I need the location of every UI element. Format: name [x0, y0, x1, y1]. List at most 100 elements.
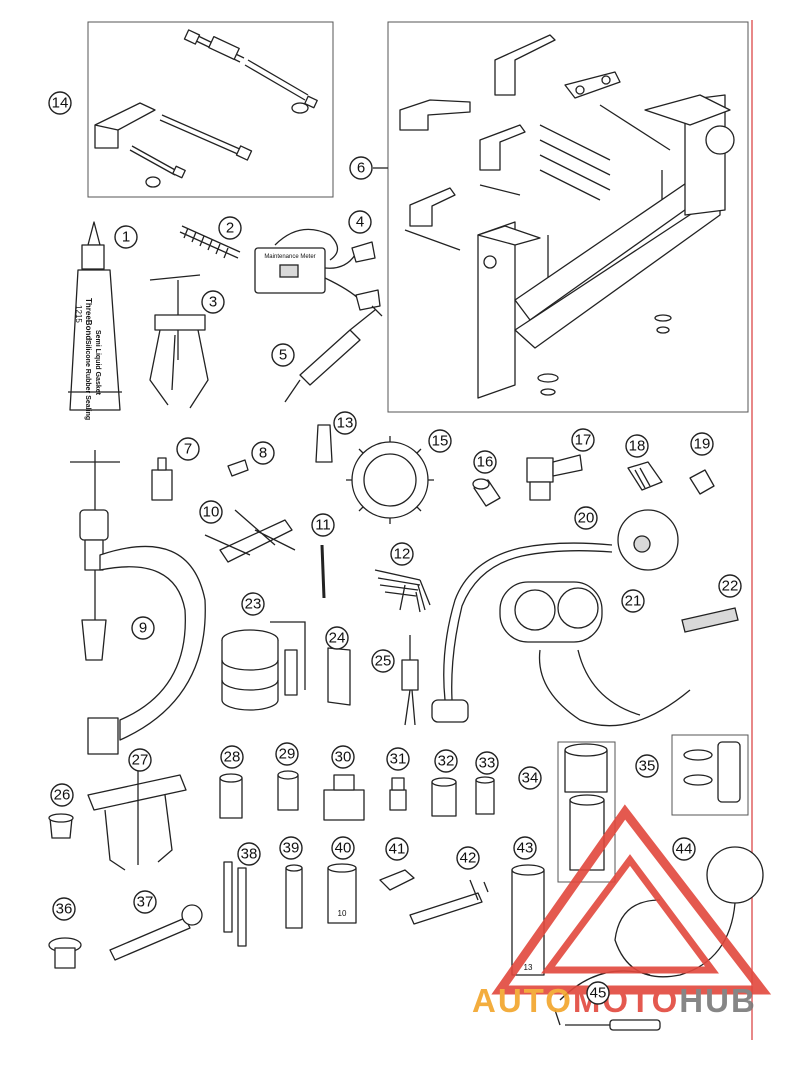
tool-20-dial-gauge [431, 509, 679, 723]
callout-1: 1 [114, 225, 138, 249]
meter-label: Maintenance Meter [264, 254, 315, 260]
svg-text:34: 34 [522, 770, 539, 787]
tool-22-strip [681, 607, 739, 633]
svg-text:24: 24 [329, 630, 346, 647]
callout-41: 41 [385, 837, 409, 861]
svg-text:31: 31 [390, 751, 407, 768]
callout-15: 15 [428, 429, 452, 453]
callout-6: 6 [349, 156, 373, 180]
svg-text:3: 3 [209, 294, 217, 311]
tool-31-socket [389, 777, 407, 811]
svg-text:42: 42 [460, 850, 477, 867]
svg-text:4: 4 [356, 214, 364, 231]
tool-37-hook-wrench [109, 904, 203, 961]
svg-text:25: 25 [375, 653, 392, 670]
tool-21-dual-gauge [499, 581, 691, 727]
tool-27-gear-puller [87, 765, 187, 871]
svg-text:44: 44 [676, 841, 693, 858]
svg-text:13: 13 [337, 415, 354, 432]
svg-text:22: 22 [722, 578, 739, 595]
callout-20: 20 [574, 506, 598, 530]
svg-text:6: 6 [357, 160, 365, 177]
watermark-part3: HUB [679, 982, 757, 1019]
callout-28: 28 [220, 745, 244, 769]
tube-line2: Silicone Rubber Sealing [84, 340, 91, 420]
callout-8: 8 [251, 441, 275, 465]
svg-text:17: 17 [575, 432, 592, 449]
callout-38: 38 [237, 842, 261, 866]
callout-45: 45 [586, 981, 610, 1005]
callout-18: 18 [625, 434, 649, 458]
callout-31: 31 [386, 747, 410, 771]
tool-7-bottle [151, 457, 173, 501]
callout-14: 14 [48, 91, 72, 115]
tool-9-valve-spring-compressor [70, 450, 206, 755]
callout-10: 10 [199, 500, 223, 524]
svg-text:AUTOMOTOHUB: AUTOMOTOHUB [472, 982, 757, 1019]
tool-26-cap [48, 813, 74, 839]
svg-text:43: 43 [517, 840, 534, 857]
callout-32: 32 [434, 749, 458, 773]
socket-43-label: 13 [524, 963, 533, 972]
svg-text:7: 7 [184, 441, 192, 458]
svg-text:5: 5 [279, 347, 287, 364]
svg-text:39: 39 [283, 840, 300, 857]
tube-line1: Semi Liquid Gasket [94, 330, 101, 396]
tool-3-puller [149, 274, 209, 409]
callout-23: 23 [241, 592, 265, 616]
tool-42-pin-wrench [409, 879, 489, 925]
svg-text:45: 45 [590, 985, 607, 1002]
callout-21: 21 [621, 589, 645, 613]
svg-text:32: 32 [438, 753, 455, 770]
callout-39: 39 [279, 836, 303, 860]
svg-text:11: 11 [315, 517, 331, 534]
svg-text:37: 37 [137, 894, 154, 911]
svg-text:20: 20 [578, 510, 595, 527]
callout-19: 19 [690, 432, 714, 456]
tool-34-bearing-drivers [557, 741, 616, 883]
svg-text:29: 29 [279, 746, 296, 763]
svg-text:1: 1 [122, 229, 130, 246]
callout-24: 24 [325, 626, 349, 650]
tool-10-puller-bar [204, 509, 296, 563]
tool-30-socket [323, 774, 365, 821]
svg-text:28: 28 [224, 749, 241, 766]
callout-30: 30 [331, 745, 355, 769]
watermark-part1: AUTO [472, 982, 573, 1019]
callout-2: 2 [218, 216, 242, 240]
svg-text:16: 16 [477, 454, 494, 471]
svg-text:38: 38 [241, 846, 258, 863]
svg-text:10: 10 [203, 504, 220, 521]
callout-34: 34 [518, 766, 542, 790]
svg-text:36: 36 [56, 901, 73, 918]
tool-16-sleeve [472, 478, 501, 507]
svg-text:26: 26 [54, 787, 71, 804]
callout-26: 26 [50, 783, 74, 807]
tool-14-brackets [87, 21, 334, 198]
svg-text:18: 18 [629, 438, 646, 455]
callout-43: 43 [513, 836, 537, 860]
tool-17-adapter [526, 454, 583, 501]
callout-4: 4 [348, 210, 372, 234]
svg-text:21: 21 [625, 593, 642, 610]
svg-text:12: 12 [394, 546, 411, 563]
svg-text:30: 30 [335, 749, 352, 766]
callout-40: 40 [331, 836, 355, 860]
callout-17: 17 [571, 428, 595, 452]
callout-12: 12 [390, 542, 414, 566]
callout-44: 44 [672, 837, 696, 861]
tool-12-hex-key-set [374, 569, 431, 613]
tool-39-extension [285, 864, 303, 929]
tool-24-plate [327, 647, 351, 706]
tool-11-rod [320, 544, 326, 599]
svg-text:8: 8 [259, 445, 267, 462]
tool-13-small-insert [315, 424, 333, 463]
tool-1-sealant-tube: ThreeBond 1215 Semi Liquid Gasket Silico… [68, 221, 122, 420]
callout-16: 16 [473, 450, 497, 474]
svg-text:19: 19 [694, 436, 711, 453]
tool-8-pin [227, 459, 249, 477]
callout-42: 42 [456, 846, 480, 870]
tool-4-maintenance-meter: Maintenance Meter [254, 228, 381, 311]
callout-36: 36 [52, 897, 76, 921]
